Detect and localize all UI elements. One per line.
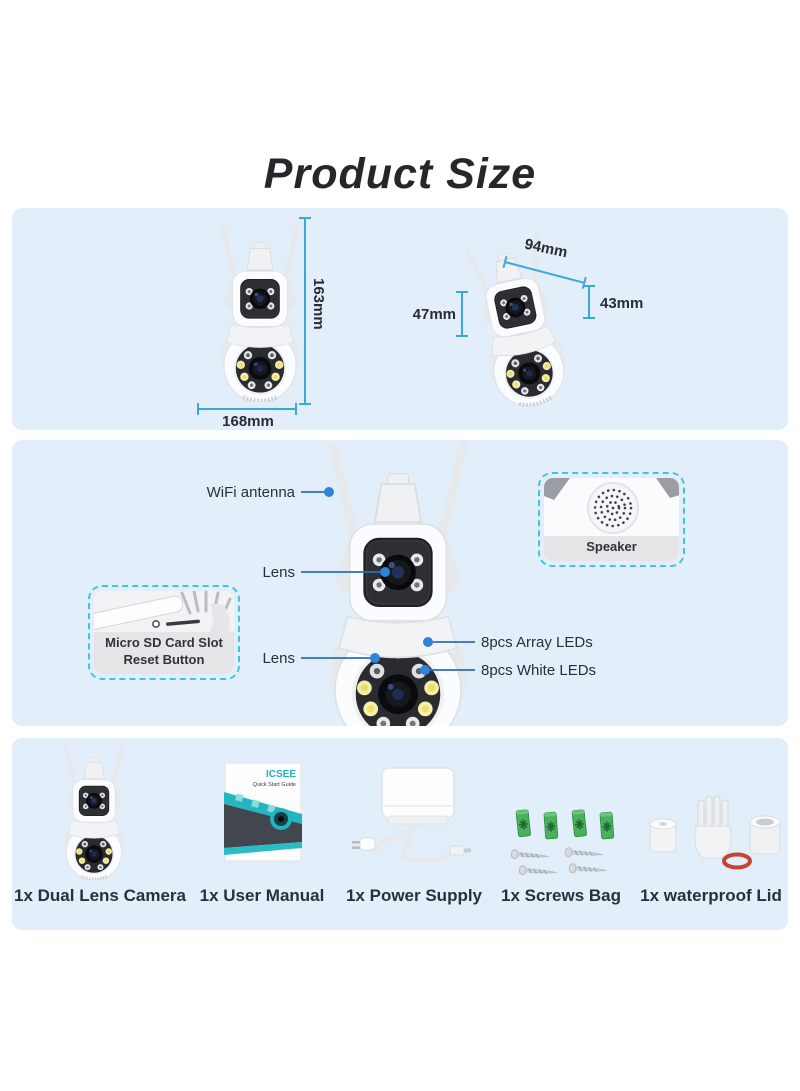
lens-bottom-label: Lens — [262, 650, 295, 667]
camera-feature-image — [293, 440, 503, 726]
package-item-power-label: 1x Power Supply — [345, 886, 483, 905]
speaker-photo — [544, 478, 679, 536]
package-item-lid-label: 1x waterproof Lid — [640, 886, 782, 905]
sd-card-caption: Micro SD Card Slot Reset Button — [94, 632, 234, 674]
dimension-lens-module-label: 47mm — [412, 306, 456, 323]
sd-card-detail-box: Micro SD Card Slot Reset Button — [88, 585, 240, 680]
array-leds-label: 8pcs Array LEDs — [481, 634, 593, 651]
sd-slot-illustration — [94, 591, 234, 633]
package-screws-image — [510, 808, 615, 878]
package-item-camera-label: 1x Dual Lens Camera — [14, 886, 186, 905]
dimension-lines — [197, 217, 595, 415]
manual-brand-text: ICSEE — [266, 769, 296, 780]
page-title: Product Size — [263, 150, 537, 198]
package-waterproof-lid-image — [649, 795, 781, 870]
package-camera-image — [62, 743, 126, 880]
sd-card-caption-line1: Micro SD Card Slot — [105, 635, 223, 651]
camera-front-size-image — [200, 222, 320, 402]
size-panel: 163mm 168mm 94mm 47mm 43mm — [12, 208, 788, 430]
speaker-caption: Speaker — [544, 536, 679, 561]
speaker-detail-box: Speaker — [538, 472, 685, 567]
package-item-screws-label: 1x Screws Bag — [500, 886, 621, 905]
speaker-illustration — [544, 478, 679, 535]
white-leds-label: 8pcs White LEDs — [481, 662, 597, 679]
package-power-supply-image — [352, 767, 471, 864]
manual-subtitle-text: Quick Start Guide — [253, 782, 296, 788]
lens-top-label: Lens — [262, 564, 295, 581]
dimension-width-label: 168mm — [222, 413, 274, 430]
package-panel: ICSEE Quick Start Guide — [12, 738, 788, 930]
sd-card-caption-line2: Reset Button — [123, 652, 205, 668]
features-panel: WiFi antenna Lens Lens 8pcs Array LEDs 8… — [12, 440, 788, 726]
package-manual-image: ICSEE Quick Start Guide — [224, 762, 302, 862]
dimension-height-label: 163mm — [310, 278, 327, 330]
package-item-manual-label: 1x User Manual — [199, 886, 325, 905]
wifi-antenna-label: WiFi antenna — [206, 484, 295, 501]
dimension-body-side-label: 43mm — [600, 295, 644, 312]
sd-card-photo — [94, 591, 234, 633]
